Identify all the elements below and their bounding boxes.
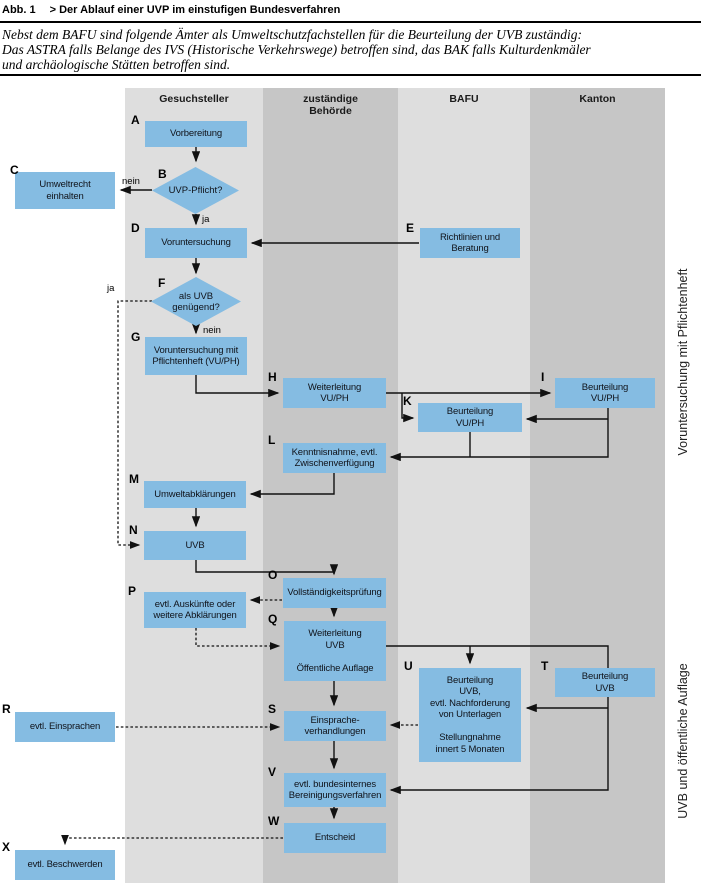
step-letter-g: G <box>131 330 141 344</box>
lane-header-bafu: BAFU <box>449 93 479 105</box>
divider-bottom <box>0 74 701 76</box>
divider-top <box>0 21 701 23</box>
step-letter-n: N <box>129 523 138 537</box>
node-umweltabklaerungen: Umweltabklärungen <box>144 481 246 508</box>
step-letter-m: M <box>129 472 139 486</box>
step-letter-b: B <box>158 167 167 181</box>
edge-label-ja-f: ja <box>107 283 115 294</box>
node-beurteilung-uvb-kanton: Beurteilung UVB <box>555 668 655 697</box>
lane-zustaendige-behoerde <box>263 88 398 883</box>
step-letter-f: F <box>158 276 166 290</box>
node-vorbereitung: Vorbereitung <box>145 121 247 147</box>
lane-header-gesuchsteller: Gesuchsteller <box>159 93 229 105</box>
side-label-voruntersuchung: Voruntersuchung mit Pflichtenheft <box>676 268 690 456</box>
node-beurteilung-uvb-bafu: Beurteilung UVB, evtl. Nachforderung von… <box>419 668 521 762</box>
step-letter-p: P <box>128 584 137 598</box>
lane-bafu <box>398 88 530 883</box>
node-beurteilung-vuph-kanton: Beurteilung VU/PH <box>555 378 655 408</box>
step-letter-o: O <box>268 568 278 582</box>
node-kenntnisnahme: Kenntnisnahme, evtl. Zwischenverfügung <box>283 443 386 473</box>
step-letter-i: I <box>541 370 545 384</box>
step-letter-h: H <box>268 370 277 384</box>
step-letter-k: K <box>403 394 412 408</box>
step-letter-u: U <box>404 659 413 673</box>
node-einsprachen: evtl. Einsprachen <box>15 712 115 742</box>
lane-header-zustaendige-behoerde: zuständige Behörde <box>303 93 358 117</box>
node-uvb: UVB <box>144 531 246 560</box>
step-letter-x: X <box>2 840 11 854</box>
edge-label-ja-b: ja <box>202 214 210 225</box>
node-voruntersuchung: Voruntersuchung <box>145 228 247 258</box>
step-letter-l: L <box>268 433 276 447</box>
figure-caption: > Der Ablauf einer UVP im einstufigen Bu… <box>49 4 341 16</box>
node-voruntersuchung-pflichtenheft: Voruntersuchung mit Pflichtenheft (VU/PH… <box>145 337 247 375</box>
step-letter-t: T <box>541 659 549 673</box>
lane-header-kanton: Kanton <box>579 93 616 105</box>
node-bereinigungsverfahren: evtl. bundesinternes Bereinigungsverfahr… <box>284 773 386 807</box>
step-letter-c: C <box>10 163 19 177</box>
step-letter-w: W <box>268 814 280 828</box>
node-beschwerden: evtl. Beschwerden <box>15 850 115 880</box>
node-beurteilung-vuph-bafu: Beurteilung VU/PH <box>418 403 522 432</box>
step-letter-q: Q <box>268 612 278 626</box>
node-richtlinien-beratung: Richtlinien und Beratung <box>420 228 520 258</box>
side-label-uvb-auflage: UVB und öffentliche Auflage <box>676 663 690 819</box>
step-letter-r: R <box>2 702 11 716</box>
step-letter-v: V <box>268 765 277 779</box>
edge-label-nein-f: nein <box>203 325 221 336</box>
step-letter-a: A <box>131 113 140 127</box>
node-weiterleitung-uvb-auflage: Weiterleitung UVB Öffentliche Auflage <box>284 621 386 681</box>
step-letter-e: E <box>406 221 415 235</box>
step-letter-s: S <box>268 702 277 716</box>
node-auskuenfte-abklaerungen: evtl. Auskünfte oder weitere Abklärungen <box>144 592 246 628</box>
figure-number: Abb. 1 <box>2 4 36 16</box>
node-einspracheverhandlungen: Einsprache- verhandlungen <box>284 711 386 741</box>
figure-note: Nebst dem BAFU sind folgende Ämter als U… <box>2 27 591 72</box>
step-letter-d: D <box>131 221 140 235</box>
edge-label-nein-b: nein <box>122 176 140 187</box>
node-weiterleitung-vuph: Weiterleitung VU/PH <box>283 378 386 408</box>
lane-kanton <box>530 88 665 883</box>
node-entscheid: Entscheid <box>284 823 386 853</box>
figure-title: Abb. 1 > Der Ablauf einer UVP im einstufi… <box>2 4 340 16</box>
node-umweltrecht-einhalten: Umweltrecht einhalten <box>15 172 115 209</box>
node-vollstaendigkeitspruefung: Vollständigkeitsprüfung <box>283 578 386 608</box>
